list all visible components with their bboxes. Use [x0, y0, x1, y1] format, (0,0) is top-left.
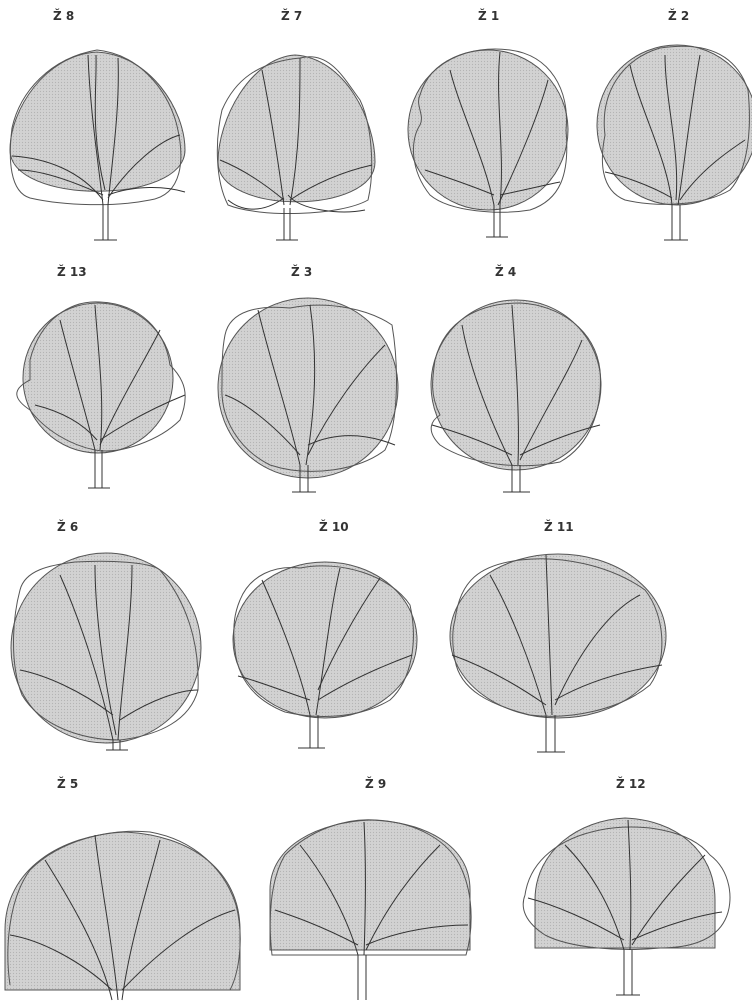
tree-label: Ž 2	[668, 8, 689, 23]
crown-fill	[431, 300, 601, 470]
crown-fill	[23, 303, 173, 453]
tree-label: Ž 9	[365, 776, 386, 791]
crown-fill	[408, 50, 568, 210]
tree-z7: Ž 7	[217, 8, 375, 240]
tree-label: Ž 12	[616, 776, 646, 791]
tree-z2: Ž 2	[597, 8, 752, 240]
tree-z1: Ž 1	[408, 8, 568, 237]
tree-z10: Ž 10	[233, 519, 417, 748]
tree-label: Ž 1	[478, 8, 499, 23]
tree-label: Ž 13	[57, 264, 87, 279]
tree-label: Ž 3	[291, 264, 312, 279]
tree-z8: Ž 8	[10, 8, 185, 240]
crown-fill	[270, 820, 470, 950]
tree-label: Ž 4	[495, 264, 516, 279]
tree-z11: Ž 11	[450, 519, 666, 752]
tree-label: Ž 10	[319, 519, 349, 534]
tree-z5: Ž 5	[5, 776, 240, 1000]
crown-fill	[10, 52, 185, 191]
tree-z9: Ž 9	[270, 776, 471, 1000]
tree-z3: Ž 3	[218, 264, 398, 492]
tree-label: Ž 5	[57, 776, 78, 791]
tree-label: Ž 7	[281, 8, 302, 23]
crown-fill	[5, 832, 240, 990]
tree-z6: Ž 6	[11, 519, 201, 750]
tree-z4: Ž 4	[431, 264, 601, 492]
crown-fill	[218, 55, 375, 202]
crown-fill	[535, 818, 715, 948]
tree-label: Ž 11	[544, 519, 574, 534]
tree-label: Ž 6	[57, 519, 78, 534]
crown-fill	[450, 554, 666, 718]
tree-z12: Ž 12	[523, 776, 730, 995]
tree-label: Ž 8	[53, 8, 74, 23]
tree-z13: Ž 13	[17, 264, 185, 488]
crown-fill	[597, 45, 752, 205]
